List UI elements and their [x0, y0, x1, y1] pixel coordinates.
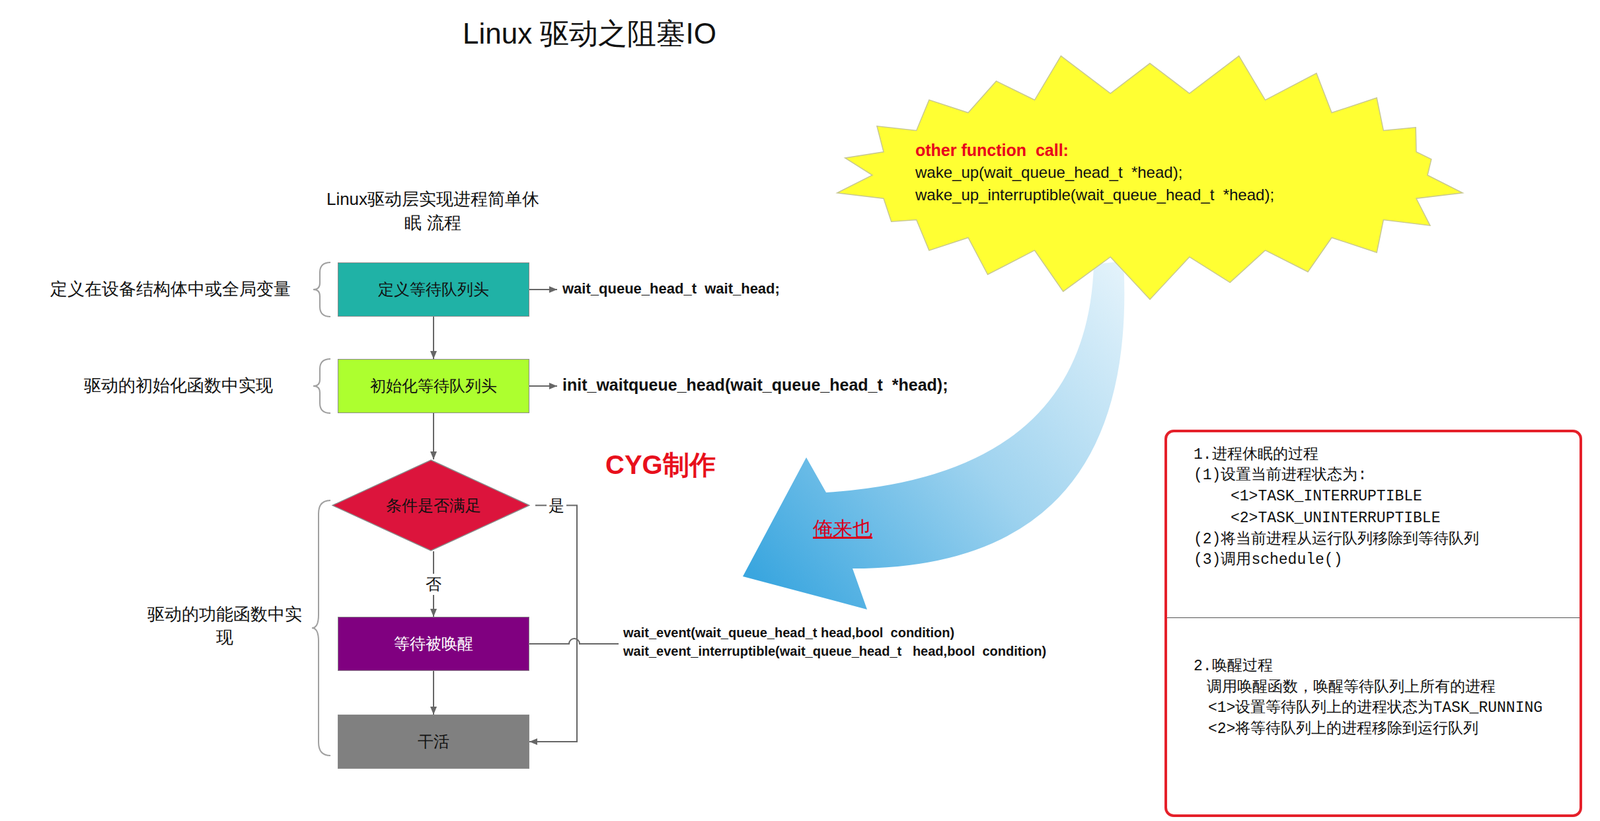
starburst-outline: [837, 56, 1463, 300]
decision-diamond: 条件是否满足: [331, 459, 536, 552]
function-call: wake_up(wait_queue_head_t *head);: [915, 161, 1275, 184]
note-line: <2>将等待队列上的进程移除到运行队列: [1208, 718, 1479, 740]
starburst-shape: [832, 49, 1468, 301]
leader-line: [529, 638, 619, 644]
flow-connector: [432, 316, 435, 359]
function-call: wake_up_interruptible(wait_queue_head_t …: [915, 183, 1275, 207]
note-line: 2.唤醒过程: [1193, 655, 1273, 677]
box-label: 初始化等待队列头: [370, 375, 497, 397]
note-line: (1)设置当前进程状态为:: [1193, 464, 1367, 486]
diamond-outline: [332, 459, 530, 551]
box-label: 等待被唤醒: [393, 633, 474, 655]
box-label: 定义等待队列头: [378, 278, 490, 301]
section-divider: [1167, 617, 1580, 618]
note-box: 1.进程休眠的过程(1)设置当前进程状态为:<1>TASK_INTERRUPTI…: [1164, 429, 1583, 817]
note-line: 调用唤醒函数，唤醒等待队列上所有的进程: [1206, 676, 1496, 698]
diamond-shape: [331, 459, 531, 552]
bracket: [311, 500, 331, 756]
note-line: <2>TASK_UNINTERRUPTIBLE: [1230, 507, 1441, 529]
flow-connector: [432, 670, 435, 715]
note-line: 1.进程休眠的过程: [1193, 444, 1319, 466]
bracket-note: 驱动的初始化函数中实现: [72, 374, 285, 398]
process-box: 干活: [337, 714, 530, 769]
flow-connector: [432, 551, 435, 617]
code-snippet: wait_event(wait_queue_head_t head,bool c…: [623, 625, 955, 641]
bracket-note: 定义在设备结构体中或全局变量: [33, 277, 291, 301]
callout-heading: other function call:: [915, 138, 1275, 162]
author-mark: CYG制作: [605, 446, 716, 484]
note-line: (2)将当前进程从运行队列移除到等待队列: [1193, 528, 1480, 550]
note-line: (3)调用schedule(): [1193, 549, 1343, 571]
bracket-note: 驱动的功能函数中实 现: [142, 602, 308, 649]
callout-starburst: other function call:wake_up(wait_queue_h…: [832, 49, 1468, 301]
leader-arrow: [529, 385, 558, 387]
flow-subtitle: Linux驱动层实现进程简单休眠 流程: [320, 187, 546, 235]
flow-connector: [529, 505, 577, 743]
note-line: <1>TASK_INTERRUPTIBLE: [1230, 485, 1423, 507]
leader-arrow: [529, 288, 558, 291]
process-box: 初始化等待队列头: [337, 358, 530, 414]
starburst-text: other function call:wake_up(wait_queue_h…: [915, 138, 1275, 207]
big-curved-arrow: [742, 261, 1125, 610]
arrow-caption: 俺来也: [812, 515, 873, 543]
bracket: [313, 262, 331, 317]
bracket: [313, 358, 331, 414]
flow-connector: [432, 413, 435, 460]
decision-label: 条件是否满足: [385, 495, 482, 517]
code-snippet: wait_event_interruptible(wait_queue_head…: [623, 643, 1047, 659]
process-box: 定义等待队列头: [337, 262, 530, 317]
edge-label: 否: [423, 573, 444, 595]
note-line: <1>设置等待队列上的进程状态为TASK_RUNNING: [1208, 697, 1543, 719]
box-label: 干活: [417, 730, 450, 753]
code-snippet: init_waitqueue_head(wait_queue_head_t *h…: [562, 375, 948, 395]
process-box: 等待被唤醒: [337, 616, 530, 671]
edge-label: 是: [546, 495, 567, 517]
code-snippet: wait_queue_head_t wait_head;: [562, 280, 780, 298]
diagram-title: Linux 驱动之阻塞IO: [391, 14, 788, 54]
